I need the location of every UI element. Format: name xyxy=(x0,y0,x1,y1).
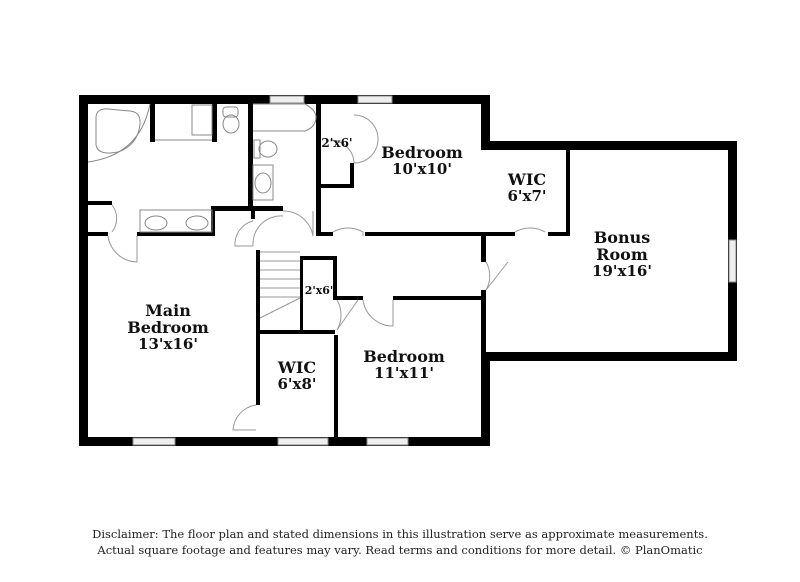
room-label-bedroom-11x11: Bedroom 11'x11' xyxy=(363,347,445,382)
bath-fixtures xyxy=(87,103,317,233)
room-label-closet-2x6-top: 2'x6' xyxy=(321,136,353,150)
stairs xyxy=(259,251,301,319)
toilet-master xyxy=(222,106,239,118)
room-label-wic-6x8: WIC 6'x8' xyxy=(277,358,317,393)
sink-left xyxy=(144,215,168,231)
window-wic-6x8 xyxy=(277,437,329,446)
window-hall-bath xyxy=(269,95,305,104)
toilet-hall xyxy=(253,139,261,159)
sink-hall xyxy=(254,172,272,194)
vanity-master xyxy=(139,209,213,233)
bathtub-hall xyxy=(253,103,317,132)
window-main-bedroom xyxy=(132,437,176,446)
windows xyxy=(132,95,737,446)
sink-right xyxy=(185,215,209,231)
window-bedroom-11x11 xyxy=(366,437,409,446)
window-bonus-room xyxy=(728,239,737,283)
room-label-bonus-room: Bonus Room 19'x16' xyxy=(592,228,652,280)
interior-walls xyxy=(88,104,570,437)
corner-tub xyxy=(95,108,141,154)
room-label-wic-6x7: WIC 6'x7' xyxy=(507,170,547,205)
room-label-bedroom-10x10: Bedroom 10'x10' xyxy=(381,143,463,178)
shower xyxy=(191,104,213,136)
disclaimer-line-2: Actual square footage and features may v… xyxy=(97,543,703,557)
vanity-hall xyxy=(252,164,274,201)
disclaimer-line-1: Disclaimer: The floor plan and stated di… xyxy=(92,527,708,541)
room-label-closet-2x6-mid: 2'x6' xyxy=(304,284,334,297)
window-bedroom-10x10 xyxy=(357,95,393,104)
doors xyxy=(107,114,546,431)
disclaimer: Disclaimer: The floor plan and stated di… xyxy=(0,526,800,558)
room-label-main-bedroom: Main Bedroom 13'x16' xyxy=(127,301,209,353)
